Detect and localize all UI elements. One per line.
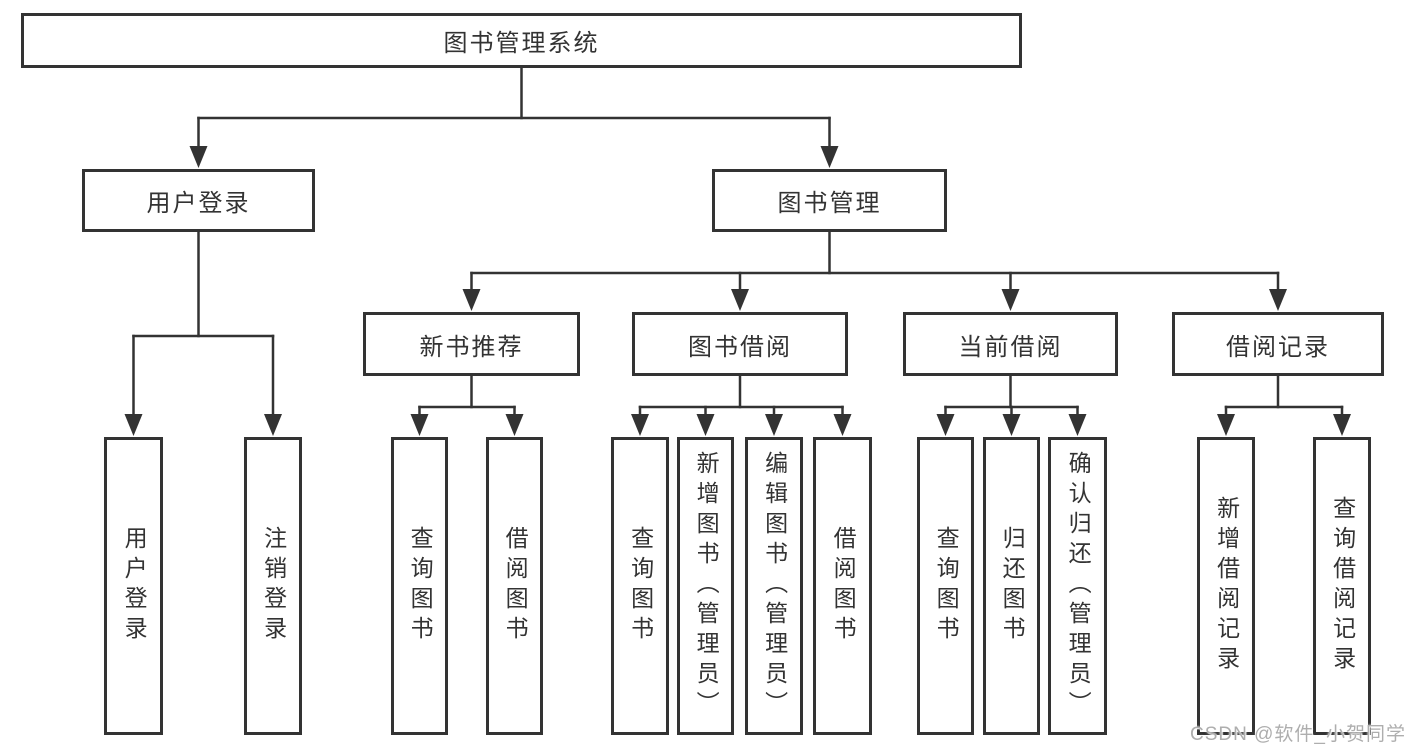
leaf-label: 新增图书（管理员） <box>693 451 720 721</box>
leaf-label: 编辑图书（管理员） <box>761 451 788 721</box>
leaf-label: 借阅图书 <box>830 526 857 646</box>
leaf-query-books-recommend: 查询图书 <box>391 437 448 735</box>
leaf-add-book-admin: 新增图书（管理员） <box>677 437 734 735</box>
leaf-label: 新增借阅记录 <box>1213 496 1240 676</box>
leaf-borrow-books-recommend: 借阅图书 <box>486 437 543 735</box>
csdn-watermark: CSDN @软件_小贺同学 <box>1190 724 1405 745</box>
node-user-login: 用户登录 <box>82 169 315 232</box>
arrowheads <box>124 146 1351 436</box>
leaf-return-book: 归还图书 <box>983 437 1040 735</box>
leaf-logout: 注销登录 <box>244 437 302 735</box>
leaf-confirm-return-admin: 确认归还（管理员） <box>1048 437 1107 735</box>
leaf-borrow-books-borrowing: 借阅图书 <box>813 437 872 735</box>
node-new-book-recommendation: 新书推荐 <box>363 312 580 376</box>
leaf-label: 查询图书 <box>407 526 434 646</box>
leaf-label: 查询图书 <box>627 526 654 646</box>
leaf-label: 用户登录 <box>121 526 148 646</box>
node-borrowing-records: 借阅记录 <box>1172 312 1384 376</box>
node-book-management: 图书管理 <box>712 169 947 232</box>
leaf-label: 归还图书 <box>999 526 1026 646</box>
node-library-system: 图书管理系统 <box>21 13 1022 68</box>
leaf-label: 确认归还（管理员） <box>1065 451 1092 721</box>
node-current-borrowing: 当前借阅 <box>903 312 1118 376</box>
leaf-user-login: 用户登录 <box>104 437 163 735</box>
leaf-add-borrow-record: 新增借阅记录 <box>1197 437 1255 735</box>
leaf-label: 查询图书 <box>933 526 960 646</box>
leaf-label: 借阅图书 <box>502 526 529 646</box>
node-book-borrowing: 图书借阅 <box>632 312 848 376</box>
leaf-label: 查询借阅记录 <box>1329 496 1356 676</box>
leaf-query-books-current: 查询图书 <box>917 437 974 735</box>
leaf-edit-book-admin: 编辑图书（管理员） <box>745 437 803 735</box>
leaf-query-books-borrowing: 查询图书 <box>611 437 669 735</box>
leaf-query-borrow-record: 查询借阅记录 <box>1313 437 1371 735</box>
leaf-label: 注销登录 <box>260 526 287 646</box>
